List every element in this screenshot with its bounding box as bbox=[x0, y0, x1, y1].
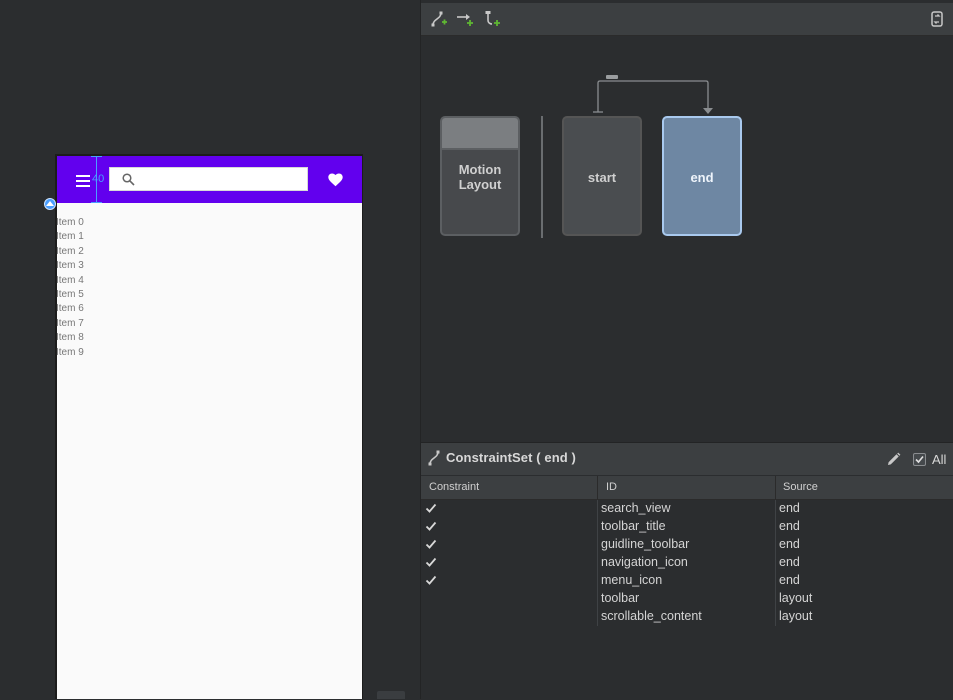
check-icon[interactable] bbox=[425, 574, 437, 586]
guideline-cap-top bbox=[91, 156, 102, 157]
column-header-source[interactable]: Source bbox=[783, 481, 818, 493]
column-header-id[interactable]: ID bbox=[606, 481, 617, 493]
list-item[interactable]: Item 0 bbox=[56, 217, 84, 228]
cycle-icon[interactable] bbox=[928, 10, 946, 28]
row-id: guidline_toolbar bbox=[601, 537, 690, 551]
column-separator[interactable] bbox=[775, 476, 776, 499]
motion-layout-label-line1: Motion bbox=[458, 162, 502, 177]
constraint-set-panel: ConstraintSet ( end ) All Constraint ID … bbox=[421, 442, 953, 700]
row-id: toolbar_title bbox=[601, 519, 666, 533]
create-constraint-set-icon[interactable] bbox=[483, 10, 501, 28]
check-icon[interactable] bbox=[425, 556, 437, 568]
column-separator[interactable] bbox=[597, 476, 598, 499]
list-item[interactable]: Item 4 bbox=[56, 274, 84, 286]
all-checkbox-label: All bbox=[932, 452, 947, 467]
row-source: layout bbox=[779, 609, 813, 623]
row-id: search_view bbox=[601, 501, 671, 515]
list-item[interactable]: Item 8 bbox=[56, 332, 84, 344]
toolbar-guideline[interactable] bbox=[96, 156, 97, 203]
column-divider bbox=[775, 500, 776, 626]
create-transition-icon[interactable] bbox=[429, 10, 447, 28]
motion-editor-toolbar bbox=[421, 3, 953, 36]
start-state-label: start bbox=[587, 170, 617, 185]
table-row[interactable]: search_view end bbox=[421, 500, 953, 518]
constraint-set-icon bbox=[428, 450, 440, 466]
navigation-menu-icon[interactable] bbox=[76, 175, 90, 187]
list-item[interactable]: Item 7 bbox=[56, 317, 84, 329]
guideline-cap-bottom bbox=[91, 202, 102, 203]
constraint-table-header: Constraint ID Source bbox=[421, 476, 953, 500]
table-row[interactable]: toolbar_title end bbox=[421, 518, 953, 536]
end-state-card[interactable]: end bbox=[662, 116, 742, 236]
app-toolbar[interactable]: 40 bbox=[57, 156, 362, 203]
constraint-set-close-paren: ) bbox=[571, 450, 576, 465]
all-checkbox[interactable] bbox=[913, 453, 926, 466]
constraint-set-title: ConstraintSet ( end ) bbox=[446, 450, 576, 465]
guideline-value: 40 bbox=[92, 173, 105, 185]
check-icon[interactable] bbox=[425, 538, 437, 550]
constraint-set-title-label: ConstraintSet bbox=[446, 450, 533, 465]
column-header-constraint[interactable]: Constraint bbox=[429, 481, 480, 493]
motion-editor-panel: Motion Layout start end ConstraintSet ( … bbox=[420, 0, 953, 700]
check-icon[interactable] bbox=[425, 520, 437, 532]
motion-layout-card[interactable]: Motion Layout bbox=[440, 116, 520, 236]
search-icon bbox=[122, 173, 135, 186]
constraint-set-header: ConstraintSet ( end ) All bbox=[421, 443, 953, 475]
table-row[interactable]: toolbar layout bbox=[421, 590, 953, 608]
row-id: navigation_icon bbox=[601, 555, 688, 569]
row-id: scrollable_content bbox=[601, 609, 702, 623]
check-icon[interactable] bbox=[425, 502, 437, 514]
column-divider bbox=[597, 500, 598, 626]
create-click-handler-icon[interactable] bbox=[456, 10, 474, 28]
edit-pencil-icon[interactable] bbox=[886, 452, 901, 467]
constraint-set-name: end bbox=[544, 450, 568, 465]
table-row[interactable]: scrollable_content layout bbox=[421, 608, 953, 626]
row-id: menu_icon bbox=[601, 573, 663, 587]
list-item[interactable]: Item 3 bbox=[56, 260, 84, 272]
table-row[interactable]: guidline_toolbar end bbox=[421, 536, 953, 554]
list-item[interactable]: Item 2 bbox=[56, 245, 84, 257]
scrollable-content[interactable]: Item 0 Item 1 Item 2 Item 3 Item 4 Item 5 Item… bbox=[56, 203, 362, 699]
row-source: layout bbox=[779, 591, 813, 605]
row-source: end bbox=[779, 555, 800, 569]
item-list: Item 0 Item 1 Item 2 Item 3 Item 4 Item 5 Item… bbox=[56, 216, 84, 360]
canvas-scroll-corner[interactable] bbox=[377, 691, 405, 699]
transition-arrow[interactable] bbox=[421, 36, 953, 442]
end-state-label: end bbox=[690, 170, 714, 185]
table-row[interactable]: navigation_icon end bbox=[421, 554, 953, 572]
list-item[interactable]: Item 6 bbox=[56, 303, 84, 315]
heart-icon[interactable] bbox=[328, 173, 343, 187]
row-source: end bbox=[779, 519, 800, 533]
row-source: end bbox=[779, 537, 800, 551]
guideline-anchor-handle[interactable] bbox=[44, 198, 56, 210]
search-view[interactable] bbox=[109, 167, 308, 191]
transition-graph[interactable]: Motion Layout start end bbox=[421, 36, 953, 442]
list-item[interactable]: Item 5 bbox=[56, 288, 84, 300]
start-state-card[interactable]: start bbox=[562, 116, 642, 236]
row-source: end bbox=[779, 573, 800, 587]
row-source: end bbox=[779, 501, 800, 515]
constraint-set-open-paren: ( bbox=[536, 450, 541, 465]
row-id: toolbar bbox=[601, 591, 640, 605]
motion-layout-label-line2: Layout bbox=[458, 177, 502, 192]
list-item[interactable]: Item 1 bbox=[56, 231, 84, 243]
list-item[interactable]: Item 9 bbox=[56, 346, 84, 358]
table-row[interactable]: menu_icon end bbox=[421, 572, 953, 590]
graph-divider bbox=[541, 116, 543, 238]
motion-layout-card-header bbox=[442, 118, 518, 150]
